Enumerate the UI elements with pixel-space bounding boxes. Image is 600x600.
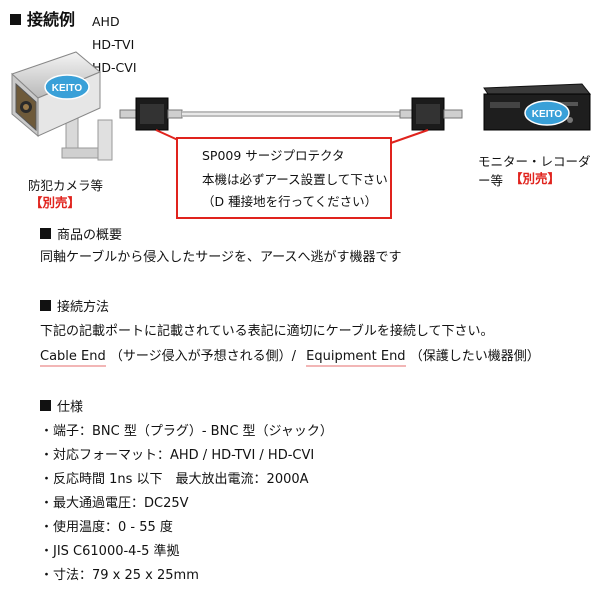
section-header: 接続例 bbox=[10, 6, 75, 30]
connection-heading: 接続方法 bbox=[40, 296, 109, 315]
overview-text: 同軸ケーブルから侵入したサージを、アースへ逃がす機器です bbox=[40, 250, 402, 265]
format-hd-cvi: HD-CVI bbox=[92, 60, 137, 75]
cable-end-label: Cable End bbox=[40, 349, 106, 367]
spec-heading: 仕様 bbox=[40, 396, 83, 415]
bullet-square-icon bbox=[10, 14, 21, 25]
camera-caption: 防犯カメラ等 bbox=[28, 178, 104, 193]
overview-heading: 商品の概要 bbox=[40, 224, 122, 243]
spec-item: ・対応フォーマット：AHD / HD-TVI / HD-CVI bbox=[40, 448, 315, 463]
left-bnc-connector bbox=[119, 109, 139, 119]
recorder-caption: モニター・レコーダー等 bbox=[478, 154, 591, 188]
header-title: 接続例 bbox=[27, 10, 76, 29]
bullet-square-icon bbox=[40, 300, 51, 311]
equipment-end-label: Equipment End bbox=[306, 349, 406, 367]
recorder-sold-separately: 【別売】 bbox=[510, 171, 561, 186]
spec-item: ・最大通過電圧：DC25V bbox=[40, 496, 189, 511]
connection-text: 下記の記載ポートに記載されている表記に適切にケーブルを接続して下さい。 bbox=[40, 324, 494, 339]
format-ahd: AHD bbox=[92, 14, 120, 29]
bullet-square-icon bbox=[40, 228, 51, 239]
bullet-square-icon bbox=[40, 400, 51, 411]
keito-logo-recorder: KEITO bbox=[524, 100, 570, 126]
product-name: SP009 サージプロテクタ bbox=[202, 148, 345, 163]
cable-diagram bbox=[119, 97, 463, 145]
format-hd-tvi: HD-TVI bbox=[92, 37, 135, 52]
security-camera-image bbox=[11, 51, 113, 161]
spec-item: ・反応時間 1ns 以下 最大放出電流：2000A bbox=[40, 472, 309, 487]
connection-ends: Cable End （サージ侵入が予想される側）/ Equipment End … bbox=[40, 345, 540, 367]
spec-item: ・使用温度：0 - 55 度 bbox=[40, 520, 173, 535]
keito-logo: KEITO bbox=[44, 74, 90, 100]
ground-note-sub: （D 種接地を行ってください） bbox=[202, 194, 378, 209]
product-callout-box: SP009 サージプロテクタ 本機は必ずアース設置して下さい （D 種接地を行っ… bbox=[176, 137, 392, 219]
right-bnc-connector bbox=[443, 109, 463, 119]
spec-item: ・JIS C61000-4-5 準拠 bbox=[40, 544, 180, 559]
svg-text:KEITO: KEITO bbox=[532, 109, 563, 120]
equipment-end-note: （保護したい機器側） bbox=[409, 349, 540, 364]
cable-end-note: （サージ侵入が予想される側）/ bbox=[109, 349, 297, 364]
spec-item: ・端子：BNC 型（プラグ）- BNC 型（ジャック） bbox=[40, 424, 333, 439]
spec-item: ・寸法：79 x 25 x 25mm bbox=[40, 568, 199, 583]
ground-note: 本機は必ずアース設置して下さい bbox=[202, 172, 388, 187]
camera-sold-separately: 【別売】 bbox=[30, 195, 81, 210]
svg-text:KEITO: KEITO bbox=[52, 83, 83, 94]
